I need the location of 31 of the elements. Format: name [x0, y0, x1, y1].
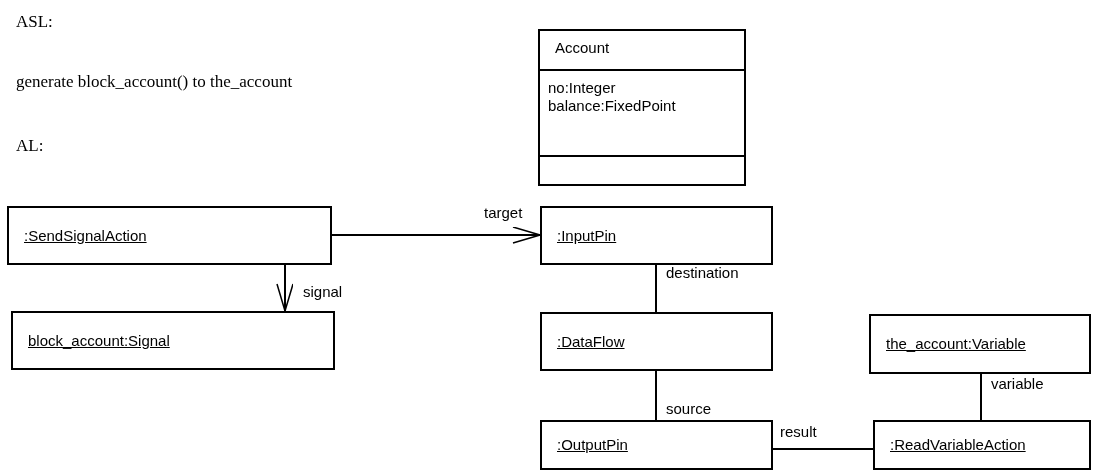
- association-arrow: [331, 226, 541, 244]
- object-box: [540, 420, 773, 470]
- association-line: [772, 448, 874, 450]
- object-box: [7, 206, 332, 265]
- object-name: :OutputPin: [557, 436, 628, 454]
- class-box: [538, 29, 746, 186]
- class-name: Account: [555, 39, 610, 57]
- association-line: [980, 373, 982, 421]
- note-text: generate block_account() to the_account: [16, 72, 293, 92]
- association-line: [655, 264, 657, 313]
- note-text: AL:: [16, 136, 44, 156]
- edge-label: result: [780, 424, 817, 440]
- object-box: [873, 420, 1091, 470]
- object-name: the_account:Variable: [886, 335, 1026, 353]
- object-box: [11, 311, 335, 370]
- object-box: [540, 206, 773, 265]
- edge-label: signal: [303, 284, 343, 300]
- object-name: :DataFlow: [557, 332, 625, 351]
- note-text: ASL:: [16, 12, 53, 32]
- class-attributes: no:Integer balance:FixedPoint: [548, 79, 677, 115]
- object-name: block_account:Signal: [28, 331, 170, 350]
- edge-label: destination: [666, 265, 739, 281]
- object-name: :InputPin: [557, 226, 617, 245]
- edge-label: target: [484, 205, 523, 221]
- object-box: [540, 312, 773, 371]
- association-line: [655, 370, 657, 421]
- edge-label: variable: [991, 376, 1044, 392]
- association-arrow: [276, 264, 294, 312]
- object-name: :ReadVariableAction: [890, 436, 1026, 454]
- object-box: [869, 314, 1091, 374]
- object-name: :SendSignalAction: [24, 226, 147, 245]
